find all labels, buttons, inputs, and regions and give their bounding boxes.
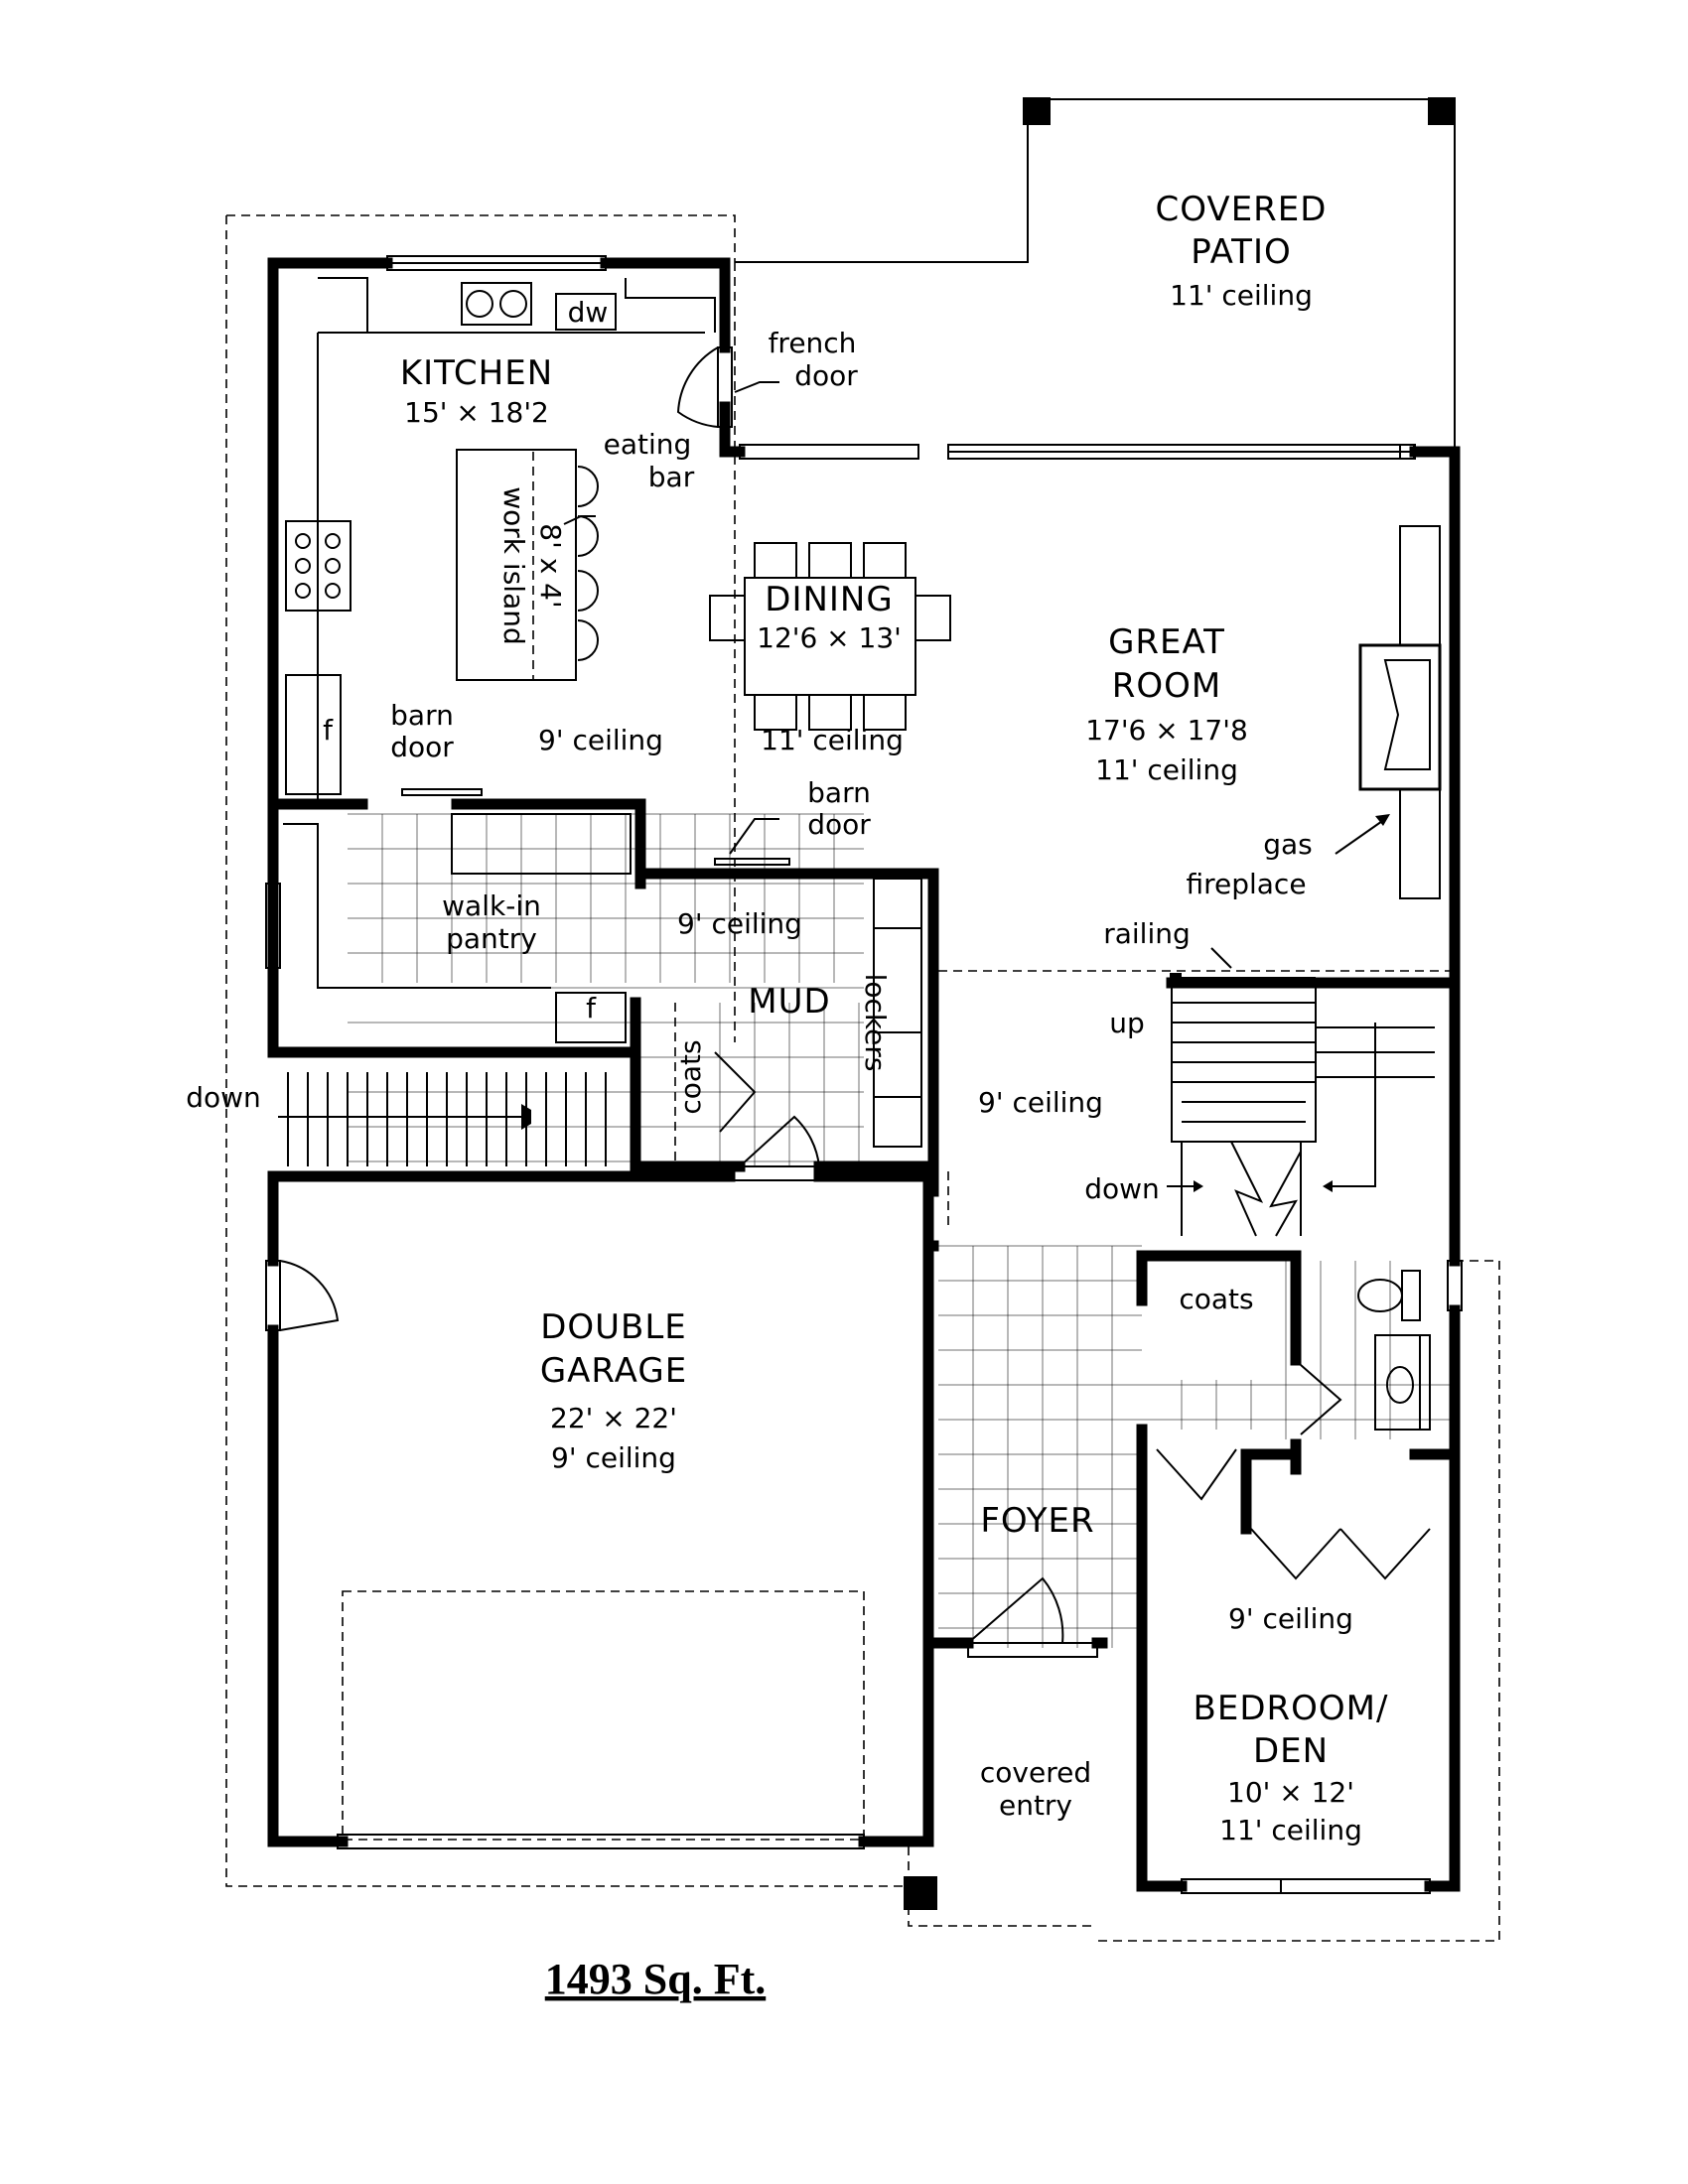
great-room-label-2: ROOM <box>1112 666 1221 706</box>
pantry-label-2: pantry <box>446 922 537 955</box>
kitchen-label: KITCHEN <box>400 353 553 393</box>
hall-ceiling: 9' ceiling <box>978 1086 1103 1119</box>
kitchen-size: 15' × 18'2 <box>404 396 549 429</box>
covered-patio-ceiling: 11' ceiling <box>1170 279 1313 312</box>
pantry-label-1: walk-in <box>442 889 541 922</box>
french-door-label-2: door <box>794 359 858 392</box>
railing <box>1170 947 1316 985</box>
svg-text:lockers: lockers <box>859 974 892 1072</box>
gas-fireplace-label-2: fireplace <box>1186 868 1306 900</box>
basement-stairs <box>278 1072 607 1166</box>
covered-entry-label-2: entry <box>999 1789 1072 1822</box>
windows <box>265 255 1463 1894</box>
down-stair-label: down <box>1084 1172 1160 1205</box>
main-stairs <box>1167 983 1435 1237</box>
railing-label: railing <box>1103 917 1191 950</box>
fridge-label-2: f <box>586 992 597 1024</box>
tile-floor-foyer <box>938 1245 1450 1648</box>
square-footage: 1493 Sq. Ft. <box>545 1955 766 2003</box>
barn-door-label-1b: door <box>390 731 454 763</box>
svg-text:coats: coats <box>674 1039 707 1114</box>
eating-bar-label-2: bar <box>648 461 695 493</box>
garage-ceiling: 9' ceiling <box>551 1441 676 1474</box>
dw-label: dw <box>568 296 609 329</box>
coats-foyer-label: coats <box>1179 1283 1253 1315</box>
dining-table <box>709 542 951 731</box>
entry-post <box>904 1876 937 1910</box>
barn-door-label-2b: door <box>807 808 871 841</box>
pantry-shelves <box>283 813 632 1043</box>
great-room-size: 17'6 × 17'8 <box>1085 714 1248 747</box>
coats-mud-label: coats <box>674 1039 707 1114</box>
svg-text:work island: work island <box>497 486 530 644</box>
pantry-ceiling: 9' ceiling <box>677 907 802 940</box>
great-room-ceiling: 11' ceiling <box>1095 753 1238 786</box>
barn-door-label-2a: barn <box>807 776 871 809</box>
down-left-label: down <box>186 1081 261 1114</box>
dining-label: DINING <box>765 580 893 619</box>
covered-patio-label-1: COVERED <box>1156 190 1328 229</box>
doors <box>265 346 1431 1658</box>
bedroom-label-2: DEN <box>1253 1731 1329 1771</box>
covered-patio-label-2: PATIO <box>1191 232 1292 272</box>
kitchen-counters <box>285 277 716 804</box>
lockers-label: lockers <box>859 974 892 1072</box>
work-island-label: 8' x 4' work island <box>497 486 567 644</box>
french-door-label-1: french <box>769 327 857 359</box>
walls <box>267 257 1461 1892</box>
dining-ceiling: 11' ceiling <box>761 724 904 756</box>
foyer-label: FOYER <box>980 1501 1094 1541</box>
dining-size: 12'6 × 13' <box>757 621 902 654</box>
bedroom-label-1: BEDROOM/ <box>1194 1689 1389 1728</box>
leader-lines <box>563 381 779 855</box>
fridge-label-1: f <box>323 714 334 747</box>
covered-entry-label-1: covered <box>980 1756 1091 1789</box>
closet-ceiling: 9' ceiling <box>1228 1602 1353 1635</box>
barn-door-label-1a: barn <box>390 699 454 732</box>
bedroom-size: 10' × 12' <box>1227 1776 1354 1809</box>
garage-label-2: GARAGE <box>540 1351 687 1391</box>
powder-room <box>1357 1270 1431 1431</box>
fireplace <box>1335 525 1442 899</box>
up-label: up <box>1109 1007 1145 1039</box>
gas-fireplace-label-1: gas <box>1263 828 1313 861</box>
covered-patio-outline <box>735 97 1456 449</box>
dashed-outlines <box>225 214 1500 1942</box>
svg-text:8' x 4': 8' x 4' <box>534 523 567 608</box>
eating-bar-label-1: eating <box>604 428 692 461</box>
mud-fixtures <box>674 878 922 1166</box>
bedroom-ceiling: 11' ceiling <box>1219 1814 1362 1846</box>
garage-size: 22' × 22' <box>550 1402 677 1434</box>
kitchen-ceiling: 9' ceiling <box>538 724 663 756</box>
great-room-label-1: GREAT <box>1108 622 1225 662</box>
garage-label-1: DOUBLE <box>540 1307 687 1347</box>
labels: COVERED PATIO 11' ceiling KITCHEN 15' × … <box>186 190 1389 2003</box>
mud-label: MUD <box>748 982 830 1022</box>
